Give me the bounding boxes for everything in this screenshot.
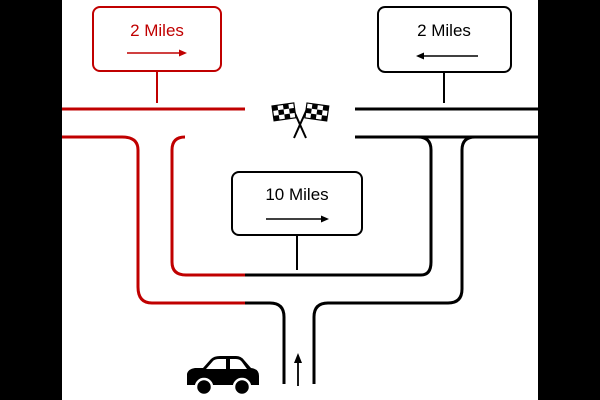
center-sign: 10 Miles — [231, 171, 363, 270]
left-route — [121, 135, 245, 305]
right-route-inner-edge — [245, 135, 433, 277]
car-icon — [187, 356, 259, 397]
center-sign-board — [231, 171, 363, 236]
left-sign: 2 Miles — [92, 6, 222, 103]
right-arrow-icon — [266, 215, 329, 223]
left-sign-label: 2 Miles — [130, 21, 184, 40]
right-route — [245, 135, 538, 384]
left-arrow-icon — [416, 52, 478, 60]
right-sign-label: 2 Miles — [417, 21, 471, 40]
left-route-inner-edge — [170, 135, 245, 277]
right-route-outer-edge — [312, 135, 538, 384]
left-route-outer-edge — [121, 135, 245, 305]
checkered-flags-icon — [271, 102, 330, 139]
right-arrow-icon — [127, 49, 187, 57]
start-road-left-edge — [245, 301, 286, 384]
right-sign: 2 Miles — [377, 6, 512, 103]
up-arrow-icon — [294, 353, 302, 386]
center-sign-label: 10 Miles — [265, 185, 328, 204]
left-sign-board — [92, 6, 222, 72]
